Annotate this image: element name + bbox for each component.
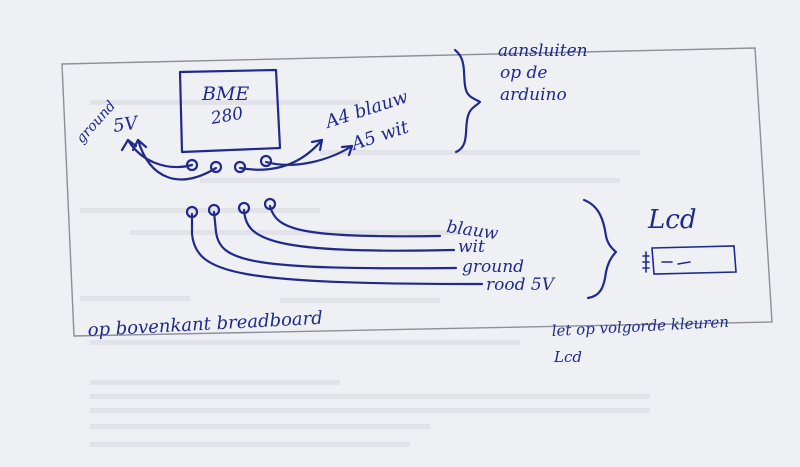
lcd-pins bbox=[642, 251, 650, 273]
arduino-note-3: arduino bbox=[500, 85, 567, 105]
wire-ground bbox=[212, 210, 458, 270]
arduino-note-2: op de bbox=[500, 63, 547, 83]
module-pins bbox=[185, 154, 273, 174]
outer-frame bbox=[61, 47, 773, 337]
lcd-title: Lcd bbox=[647, 205, 696, 235]
wire-blauw bbox=[268, 204, 442, 238]
arduino-brace bbox=[453, 48, 482, 154]
bb-label-wit: wit bbox=[458, 237, 485, 257]
module-name: BME bbox=[201, 83, 249, 105]
lcd-screen-mark bbox=[661, 261, 691, 265]
pin-sda bbox=[259, 154, 273, 168]
module-box bbox=[178, 68, 282, 154]
label-5v: 5V bbox=[112, 112, 141, 136]
lcd-note-2: Lcd bbox=[553, 348, 582, 366]
sda-wire bbox=[264, 144, 354, 166]
wire-wit bbox=[242, 208, 456, 252]
pin-scl bbox=[233, 160, 247, 174]
ground-wire bbox=[126, 138, 194, 169]
lcd-module bbox=[651, 245, 737, 275]
vcc-wire bbox=[136, 138, 218, 181]
bb-label-ground: ground bbox=[462, 257, 524, 277]
lcd-brace bbox=[582, 198, 618, 300]
pin-vcc bbox=[209, 160, 223, 174]
arduino-note-1: aansluiten bbox=[498, 41, 588, 61]
wire-rood bbox=[190, 212, 484, 286]
bb-label-rood: rood 5V bbox=[486, 275, 556, 295]
show-through-text bbox=[80, 100, 650, 447]
